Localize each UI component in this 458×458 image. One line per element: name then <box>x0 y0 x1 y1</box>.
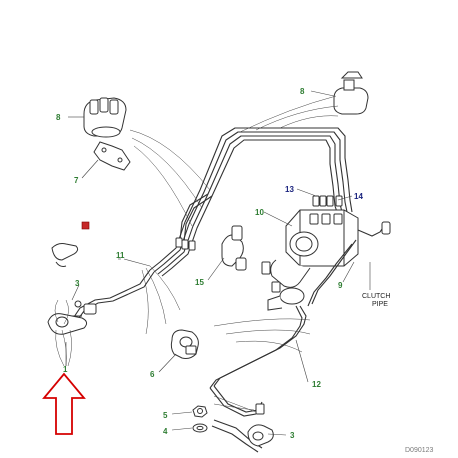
clutch-pipe-label-line1: CLUTCH <box>362 293 390 300</box>
red-square-marker-icon <box>81 221 90 230</box>
callout-9: 9 <box>338 281 343 290</box>
callout-5: 5 <box>163 411 168 420</box>
part-6-grommet <box>170 329 199 359</box>
lower-hose-clip <box>247 403 274 447</box>
callout-13: 13 <box>285 185 294 194</box>
callout-1: 1 <box>63 365 68 374</box>
callout-leaders <box>65 90 371 436</box>
callouts: 8 7 8 13 14 10 11 15 9 3 1 6 12 5 4 3 <box>56 87 363 440</box>
pipe-clip <box>51 243 79 267</box>
callout-14: 14 <box>354 192 363 201</box>
callout-10: 10 <box>255 208 264 217</box>
clutch-pipe-fitting <box>381 221 391 235</box>
callout-6: 6 <box>150 370 155 379</box>
callout-4: 4 <box>163 427 168 436</box>
part-15-valve <box>221 225 247 271</box>
callout-15: 15 <box>195 278 204 287</box>
callout-3-left: 3 <box>75 279 80 288</box>
callout-12: 12 <box>312 380 321 389</box>
clutch-pipe-label-line2: PIPE <box>372 301 388 308</box>
left-hose-assembly <box>47 300 97 335</box>
part-4-washer <box>192 423 208 433</box>
part-8-top-right-plug <box>333 71 369 115</box>
document-id: D090123 <box>405 447 434 454</box>
callout-8-left: 8 <box>56 113 61 122</box>
callout-11: 11 <box>116 251 125 260</box>
part-5-nut <box>192 405 208 418</box>
callout-7: 7 <box>74 176 79 185</box>
part-7-bracket <box>93 141 131 171</box>
part-8-top-left-cap <box>83 97 127 138</box>
callout-8-right: 8 <box>300 87 305 96</box>
red-up-arrow-outline-icon <box>42 372 86 435</box>
abs-modulator-unit <box>261 209 359 311</box>
callout-3-bottom: 3 <box>290 431 295 440</box>
